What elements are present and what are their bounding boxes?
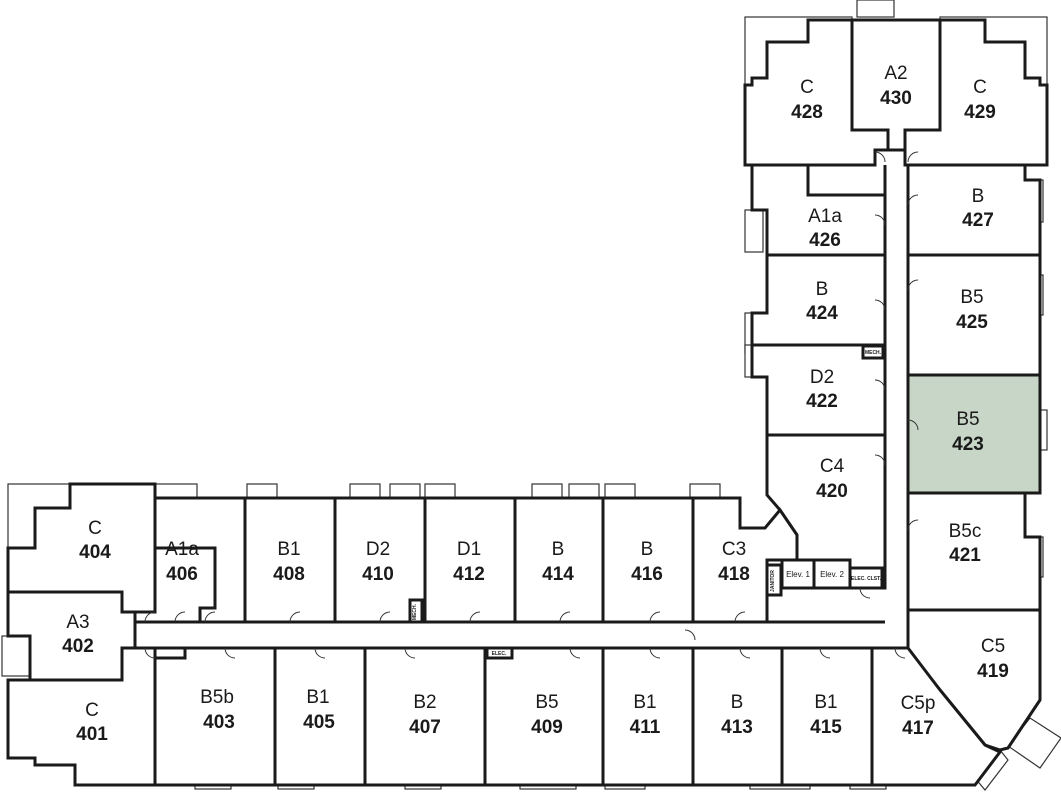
unit-404-type: C [88,518,102,539]
unit-414-type: B [552,539,565,560]
mech-label-west: MECH. [412,603,418,620]
unit-409-number: 409 [531,717,563,738]
mech-box-north [861,344,885,360]
unit-426-number: 426 [809,230,841,251]
unit-430-type: A2 [884,63,907,84]
unit-407-number: 407 [409,717,441,738]
elec-closet-box [848,566,884,590]
unit-418-type: C3 [722,539,746,560]
unit-419-number: 419 [977,661,1009,682]
unit-405-type: B1 [306,687,329,708]
unit-424-number: 424 [806,303,838,324]
unit-419-type: C5 [981,636,1005,657]
unit-428-number: 428 [791,102,823,123]
unit-423-type: B5 [956,409,979,430]
unit-425-type: B5 [960,287,983,308]
unit-408-type: B1 [277,539,300,560]
unit-408-outline[interactable] [243,496,337,624]
unit-412-type: D1 [457,539,481,560]
unit-413-type: B [731,692,744,713]
unit-420-type: C4 [820,456,845,477]
unit-404-number: 404 [79,542,111,563]
unit-429-type: C [973,77,987,98]
unit-416-outline[interactable] [601,496,695,624]
unit-402-number: 402 [62,636,94,657]
unit-422-number: 422 [806,391,838,412]
corridors [135,165,910,650]
unit-410-type: D2 [366,539,390,560]
unit-422-type: D2 [810,367,834,388]
unit-418-number: 418 [718,564,750,585]
unit-414-outline[interactable] [513,496,605,624]
unit-406-type: A1a [165,539,199,560]
unit-labels: C 428 A2 430 C 429 A1a 426 B 427 B 424 B… [62,63,1009,745]
unit-421-number: 421 [949,545,981,566]
unit-427-number: 427 [962,210,994,231]
unit-401-number: 401 [76,724,108,745]
elec-closet-label: ELEC. CLST. [851,576,882,582]
unit-406-number: 406 [166,564,198,585]
unit-425-number: 425 [956,312,988,333]
unit-428-type: C [800,77,814,98]
unit-411-number: 411 [630,717,661,738]
elevator-2-box [812,558,852,590]
unit-412-outline[interactable] [423,496,517,624]
unit-403-number: 403 [203,712,235,733]
janitor-label: JANITOR [770,570,776,592]
unit-415-type: B1 [814,692,837,713]
unit-412-number: 412 [453,564,485,585]
unit-401-type: C [85,700,99,721]
janitor-box [765,563,783,597]
unit-429-number: 429 [964,102,996,123]
unit-415-number: 415 [810,717,842,738]
unit-430-number: 430 [880,88,912,109]
unit-410-number: 410 [362,564,394,585]
unit-413-number: 413 [721,717,753,738]
unit-411-type: B1 [633,692,656,713]
unit-408-number: 408 [273,564,305,585]
unit-414-number: 414 [542,564,574,585]
unit-405-number: 405 [303,712,335,733]
unit-424-outline[interactable] [750,253,887,347]
service-labels: Elev. 1 Elev. 2 ELEC. CLST. MECH. ELEC. … [412,350,882,657]
elec-label-corridor: ELEC. [492,651,507,657]
unit-427-type: B [972,186,985,207]
unit-407-type: B2 [413,692,436,713]
unit-426-type: A1a [808,206,842,227]
elevator-1-box [780,558,816,590]
unit-423-number: 423 [952,434,984,455]
units-layer [6,18,1049,787]
unit-417-outline[interactable] [870,646,1003,787]
unit-429-outline[interactable] [903,18,1049,167]
elevator-2-label: Elev. 2 [820,570,844,579]
unit-416-type: B [641,539,654,560]
unit-421-type: B5c [949,521,982,542]
unit-401-outline[interactable] [6,646,157,787]
unit-406-outline[interactable] [153,496,247,624]
unit-417-type: C5p [901,693,936,714]
mech-label-north: MECH. [865,350,882,356]
elevator-1-label: Elev. 1 [786,570,810,579]
unit-416-number: 416 [631,564,663,585]
unit-402-type: A3 [66,612,89,633]
unit-420-number: 420 [816,481,848,502]
unit-417-number: 417 [902,718,934,739]
unit-403-type: B5b [200,687,234,708]
door-swings [144,151,919,659]
unit-409-type: B5 [535,692,558,713]
unit-428-outline[interactable] [743,18,890,167]
unit-424-type: B [816,279,829,300]
